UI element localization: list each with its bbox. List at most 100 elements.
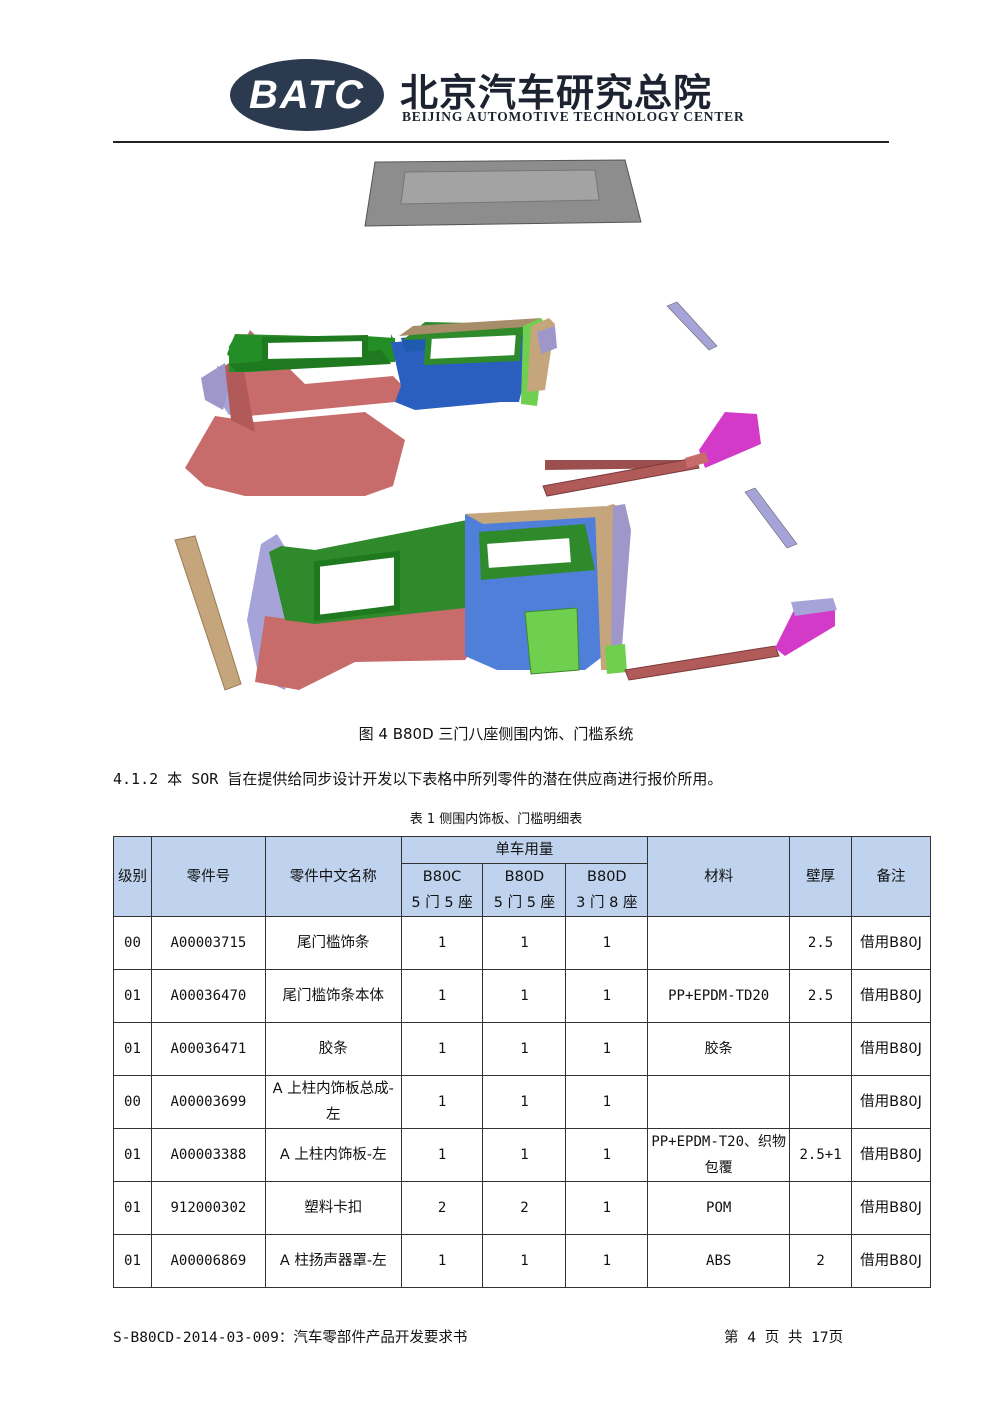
cell-thickness: [789, 1181, 853, 1235]
header-level: 级别: [113, 836, 152, 917]
cell-thickness: [789, 1075, 853, 1129]
header-material: 材料: [647, 836, 791, 917]
cell-name: A 上柱内饰板总成-左: [264, 1075, 402, 1129]
org-name-cn: 北京汽车研究总院: [400, 71, 713, 115]
cell-material: 胶条: [647, 1022, 791, 1076]
cell-q1: 2: [400, 1181, 484, 1235]
cell-q3: 1: [565, 1075, 649, 1129]
header-divider: [113, 141, 889, 143]
header-b80d-8-config: 3 门 8 座: [576, 895, 638, 911]
cell-thickness: 2.5: [789, 969, 853, 1023]
cell-material: PP+EPDM-TD20: [647, 969, 791, 1023]
header-b80d-5-config: 5 门 5 座: [493, 895, 556, 911]
logo-text: BATC: [249, 73, 365, 117]
cell-remark: 借用B80J: [851, 1128, 931, 1182]
parts-table: 级别 零件号 零件中文名称 单车用量 材料 壁厚 备注 B80C 5 门 5 座…: [113, 836, 931, 1288]
cell-part-no: A00036470: [150, 969, 266, 1023]
header-part-no: 零件号: [150, 836, 266, 917]
cell-name: 尾门槛饰条本体: [264, 969, 402, 1023]
loose-trim-pieces: [666, 301, 798, 549]
cell-part-no: A00003388: [150, 1128, 266, 1182]
cell-q1: 1: [400, 1128, 484, 1182]
side-trim-illustration: [174, 159, 837, 691]
cell-q2: 2: [482, 1181, 567, 1235]
cell-material: PP+EPDM-T20、织物包覆: [647, 1128, 791, 1182]
cell-q2: 1: [482, 1075, 567, 1129]
cell-q2: 1: [482, 969, 567, 1023]
cell-q1: 1: [400, 1075, 484, 1129]
cell-q2: 1: [482, 1022, 567, 1076]
cell-name: 尾门槛饰条: [264, 916, 402, 970]
cell-name: A 上柱内饰板-左: [264, 1128, 402, 1182]
header-remark: 备注: [851, 836, 931, 917]
cell-part-no: A00036471: [150, 1022, 266, 1076]
header-usage: 单车用量: [400, 836, 649, 864]
cell-q3: 1: [565, 1022, 649, 1076]
header-b80d-5-model: B80D: [504, 869, 545, 885]
cell-q3: 1: [565, 1128, 649, 1182]
cell-part-no: A00003699: [150, 1075, 266, 1129]
cell-thickness: 2: [789, 1234, 853, 1288]
table-header-row: 级别 零件号 零件中文名称 单车用量 材料 壁厚 备注: [113, 836, 931, 917]
header-b80c-model: B80C: [422, 869, 462, 885]
cell-remark: 借用B80J: [851, 1234, 931, 1288]
body-paragraph: 4.1.2 本 SOR 旨在提供给同步设计开发以下表格中所列零件的潜在供应商进行…: [113, 770, 723, 788]
cell-q2: 1: [482, 916, 567, 970]
cell-name: 塑料卡扣: [264, 1181, 402, 1235]
cell-q1: 1: [400, 1022, 484, 1076]
table-title: 表 1 侧围内饰板、门槛明细表: [409, 812, 583, 827]
cell-part-no: A00006869: [150, 1234, 266, 1288]
header-part-name: 零件中文名称: [264, 836, 402, 917]
header-b80d-8: B80D 3 门 8 座: [565, 863, 649, 917]
cell-q3: 1: [565, 969, 649, 1023]
batc-logo: BATC: [230, 59, 384, 131]
cell-remark: 借用B80J: [851, 1022, 931, 1076]
cell-q1: 1: [400, 1234, 484, 1288]
cell-thickness: 2.5+1: [789, 1128, 853, 1182]
cell-level: 01: [113, 1128, 152, 1182]
upper-trim-assembly: [185, 318, 695, 496]
cell-material: [647, 1075, 791, 1129]
cell-q1: 1: [400, 916, 484, 970]
cell-level: 01: [113, 1234, 152, 1288]
header-b80d-8-model: B80D: [587, 869, 627, 885]
footer-page-info: 第 4 页 共 17页: [724, 1330, 844, 1346]
cell-level: 00: [113, 1075, 152, 1129]
cell-q2: 1: [482, 1128, 567, 1182]
org-name-en: BEIJING AUTOMOTIVE TECHNOLOGY CENTER: [402, 109, 745, 124]
cell-q3: 1: [565, 1234, 649, 1288]
table-subheader-row: B80C 5 门 5 座 B80D 5 门 5 座 B80D 3 门 8 座: [114, 863, 931, 917]
cell-level: 01: [113, 1022, 152, 1076]
cell-level: 01: [113, 1181, 152, 1235]
cell-name: A 柱扬声器罩-左: [264, 1234, 402, 1288]
cell-q3: 1: [565, 916, 649, 970]
cell-material: POM: [647, 1181, 791, 1235]
cell-q3: 1: [565, 1181, 649, 1235]
header-b80d-5: B80D 5 门 5 座: [482, 863, 567, 917]
cell-material: ABS: [647, 1234, 791, 1288]
cell-remark: 借用B80J: [851, 969, 931, 1023]
cell-material: [647, 916, 791, 970]
header-b80c-config: 5 门 5 座: [411, 895, 473, 911]
cell-remark: 借用B80J: [851, 916, 931, 970]
cell-q2: 1: [482, 1234, 567, 1288]
header-b80c: B80C 5 门 5 座: [400, 863, 484, 917]
cell-thickness: [789, 1022, 853, 1076]
cell-level: 01: [113, 969, 152, 1023]
header-thickness: 壁厚: [789, 836, 853, 917]
sill-panel-render: [364, 159, 642, 227]
cell-q1: 1: [400, 969, 484, 1023]
cell-thickness: 2.5: [789, 916, 853, 970]
cell-remark: 借用B80J: [851, 1075, 931, 1129]
cell-name: 胶条: [264, 1022, 402, 1076]
figure-caption: 图 4 B80D 三门八座侧围内饰、门槛系统: [358, 725, 634, 743]
cell-part-no: 912000302: [150, 1181, 266, 1235]
lower-sill-strip: [624, 598, 837, 681]
cell-remark: 借用B80J: [851, 1181, 931, 1235]
upper-sill-strip: [542, 412, 761, 497]
